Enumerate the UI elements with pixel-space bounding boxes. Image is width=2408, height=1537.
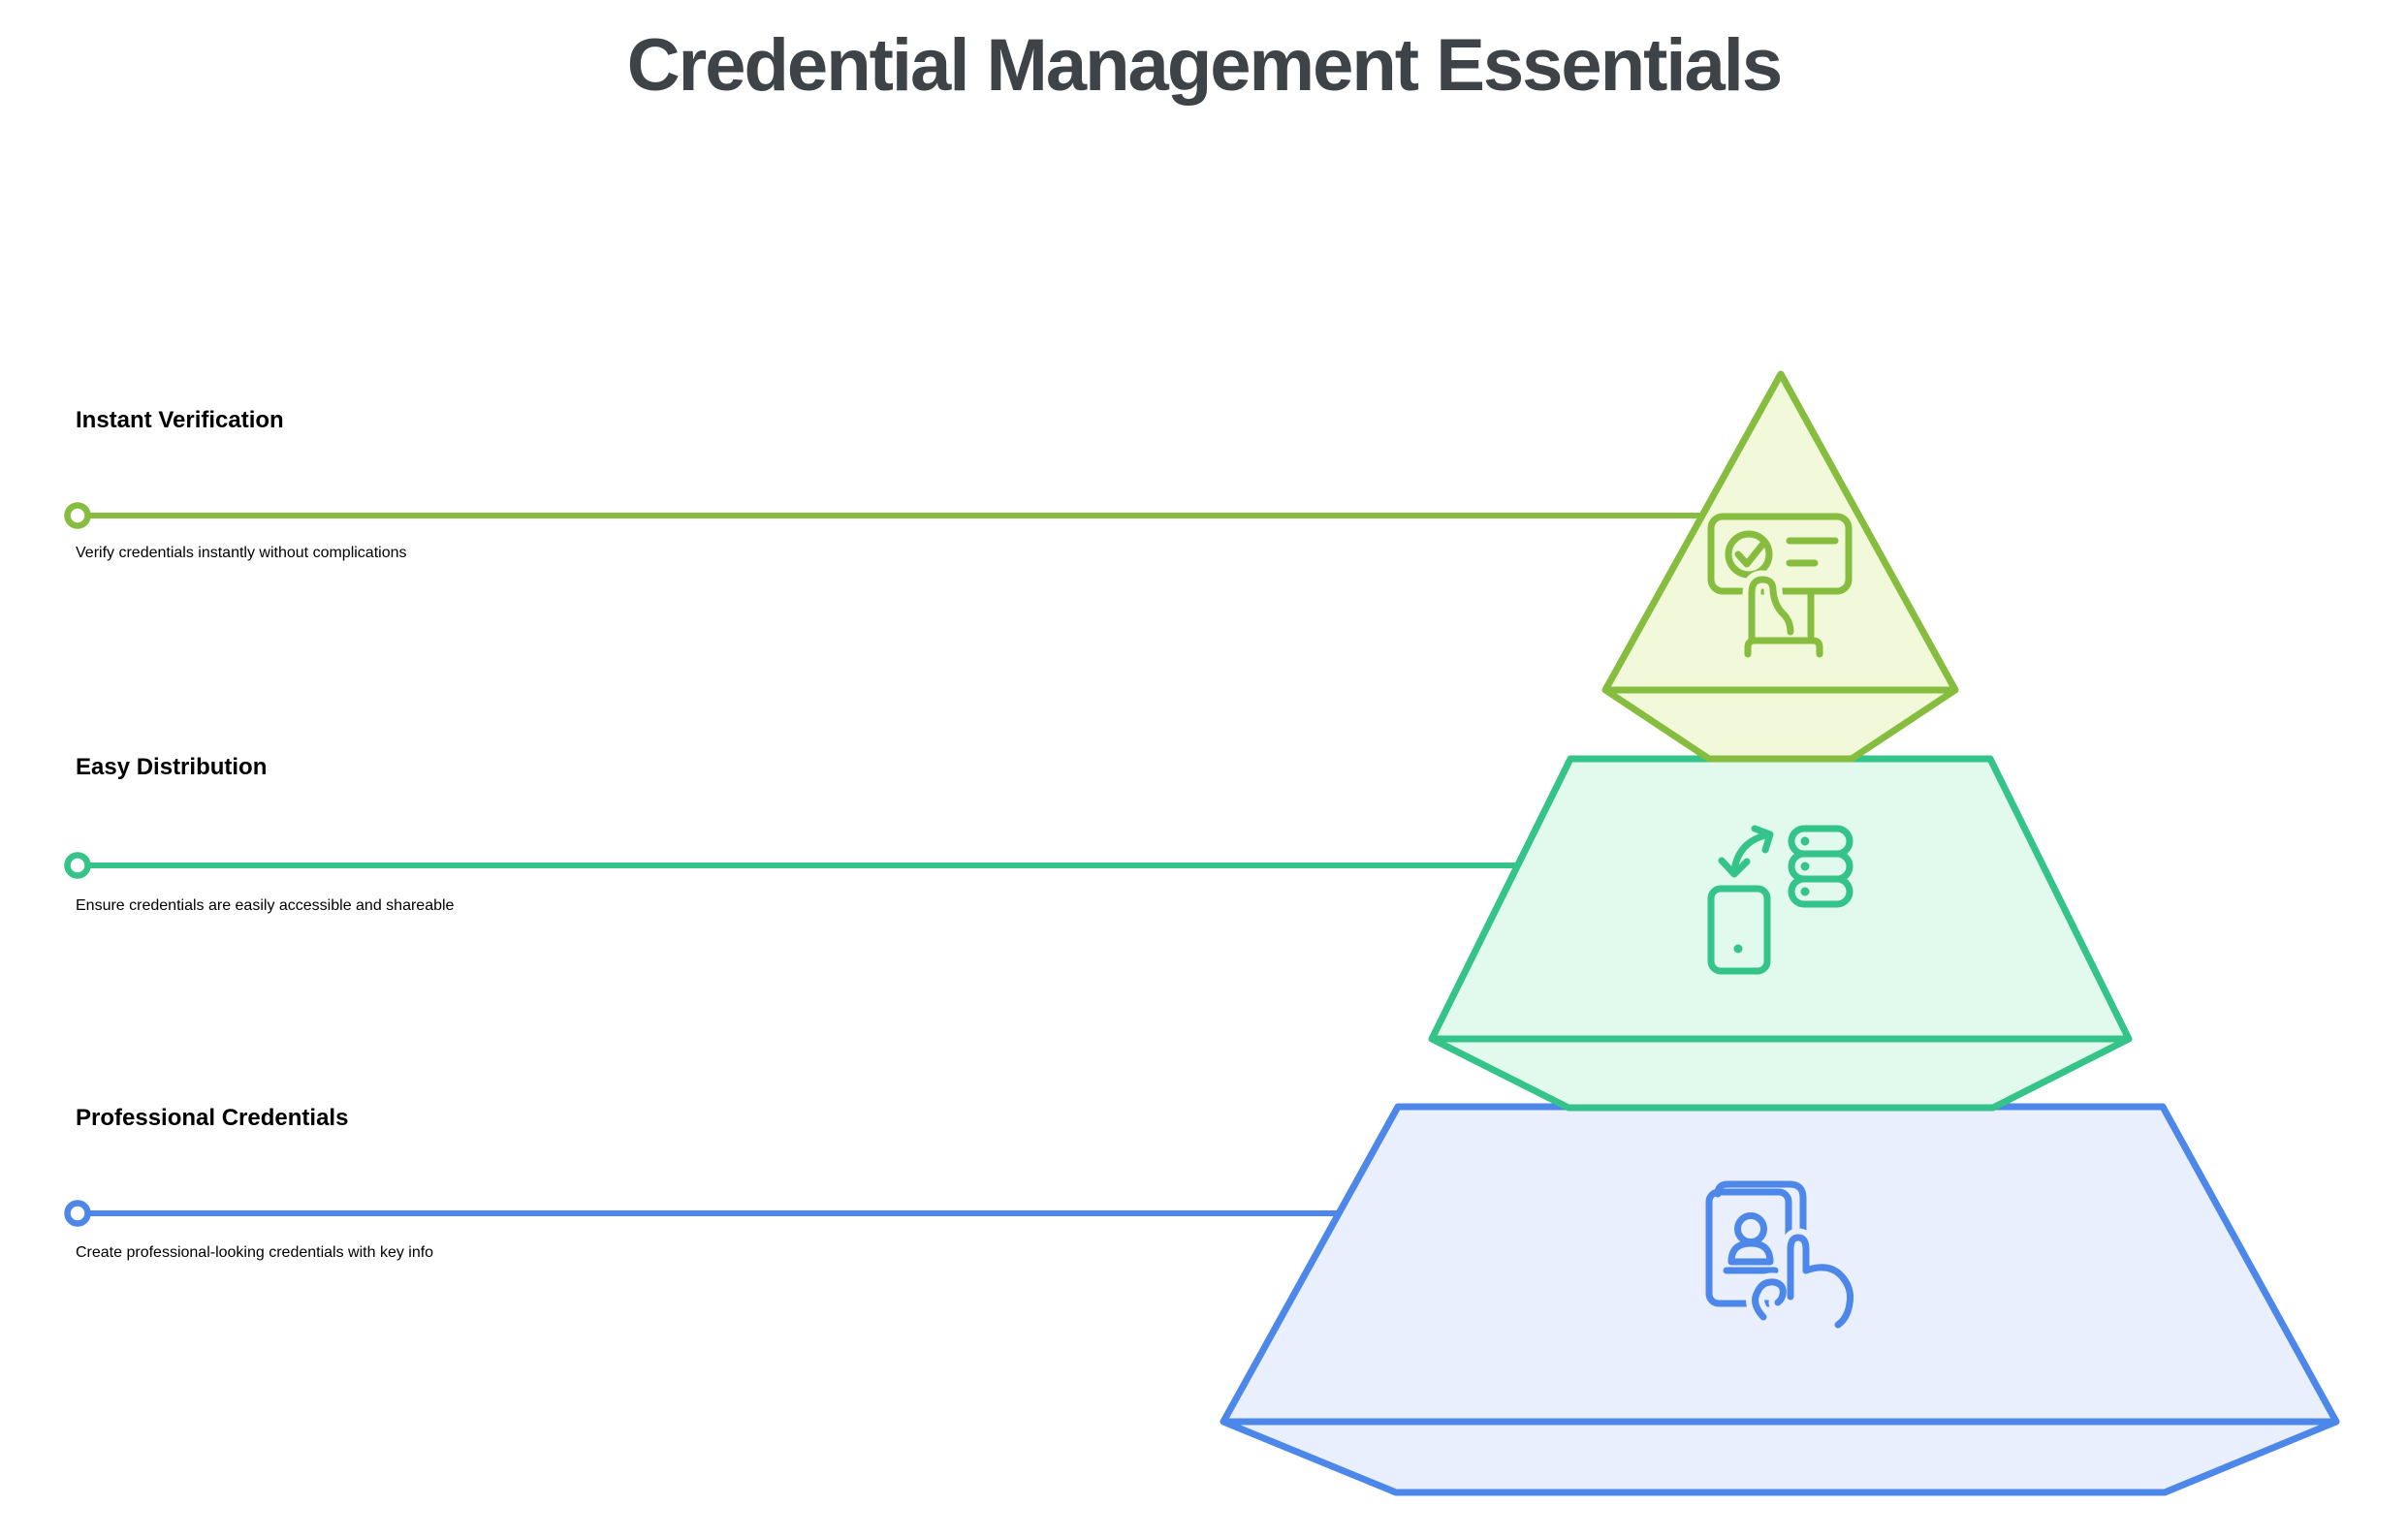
connector-dot-instant-verification — [64, 502, 91, 529]
section-description-easy-distribution: Ensure credentials are easily accessible… — [76, 897, 455, 914]
pyramid-level-bottom — [1220, 1103, 2340, 1496]
connector-dot-professional-credentials — [64, 1200, 91, 1227]
connector-lines — [64, 502, 1703, 1227]
section-description-instant-verification: Verify credentials instantly without com… — [76, 545, 407, 561]
certificate-check-icon — [1707, 513, 1853, 658]
pyramid-level-top — [1601, 370, 1959, 763]
section-description-professional-credentials: Create professional-looking credentials … — [76, 1244, 434, 1261]
pyramid-level-middle — [1428, 755, 2133, 1112]
section-heading-instant-verification: Instant Verification — [76, 407, 284, 433]
section-heading-easy-distribution: Easy Distribution — [76, 754, 268, 780]
section-heading-professional-credentials: Professional Credentials — [76, 1105, 349, 1131]
connector-dot-easy-distribution — [64, 852, 91, 879]
phone-server-sync-icon — [1707, 825, 1854, 975]
page-title: Credential Management Essentials — [626, 24, 1783, 107]
id-card-hand-icon — [1705, 1180, 1859, 1334]
